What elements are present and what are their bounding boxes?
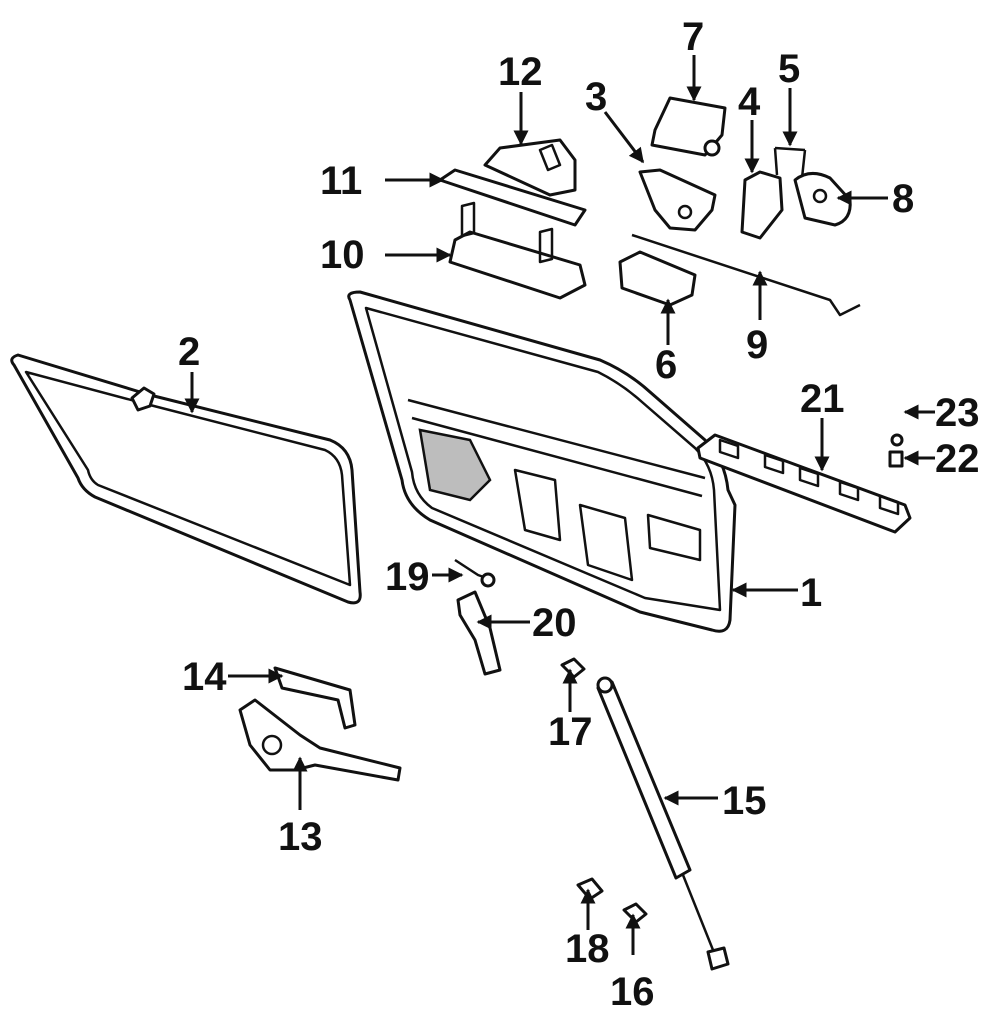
callout-18: 18 — [565, 927, 610, 971]
lamp-lens — [438, 168, 587, 227]
callout-13: 13 — [278, 815, 323, 859]
callout-6: 6 — [655, 343, 677, 387]
callout-1: 1 — [800, 571, 822, 615]
lock-actuator — [650, 96, 727, 157]
lock-cylinder — [740, 170, 784, 240]
callout-19: 19 — [385, 555, 430, 599]
callout-14: 14 — [182, 655, 227, 699]
gas-strut — [596, 676, 730, 971]
fasteners — [888, 433, 904, 468]
callout-3: 3 — [585, 75, 607, 119]
callout-22: 22 — [935, 437, 980, 481]
callout-11: 11 — [320, 159, 362, 203]
callout-4: 4 — [738, 80, 761, 124]
retainer-clip — [773, 146, 807, 179]
callout-17: 17 — [548, 710, 593, 754]
hinge-strap — [456, 590, 502, 676]
control-rod — [631, 233, 861, 317]
callout-21: 21 — [800, 377, 845, 421]
callout-10: 10 — [320, 233, 365, 277]
callout-23: 23 — [935, 391, 980, 435]
hinge — [238, 698, 402, 782]
callout-7: 7 — [682, 15, 704, 59]
latch-bracket — [638, 168, 717, 232]
callout-12: 12 — [498, 50, 543, 94]
striker — [618, 250, 697, 307]
callout-2: 2 — [178, 330, 200, 374]
hinge-plate — [273, 666, 357, 730]
trim-molding — [696, 433, 912, 534]
callout-labels: 1 2 3 4 5 6 7 8 9 10 11 12 13 14 15 16 1… — [178, 15, 980, 1014]
callout-9: 9 — [746, 323, 768, 367]
lamp-cover — [483, 138, 577, 197]
callout-5: 5 — [778, 47, 800, 91]
liftgate-panel — [347, 290, 737, 633]
callout-8: 8 — [892, 177, 914, 221]
leader-lines — [184, 55, 935, 955]
callout-20: 20 — [532, 601, 577, 645]
callout-15: 15 — [722, 779, 767, 823]
wire-clip — [454, 558, 496, 588]
callout-16: 16 — [610, 970, 655, 1014]
rear-window-glass — [10, 353, 362, 605]
